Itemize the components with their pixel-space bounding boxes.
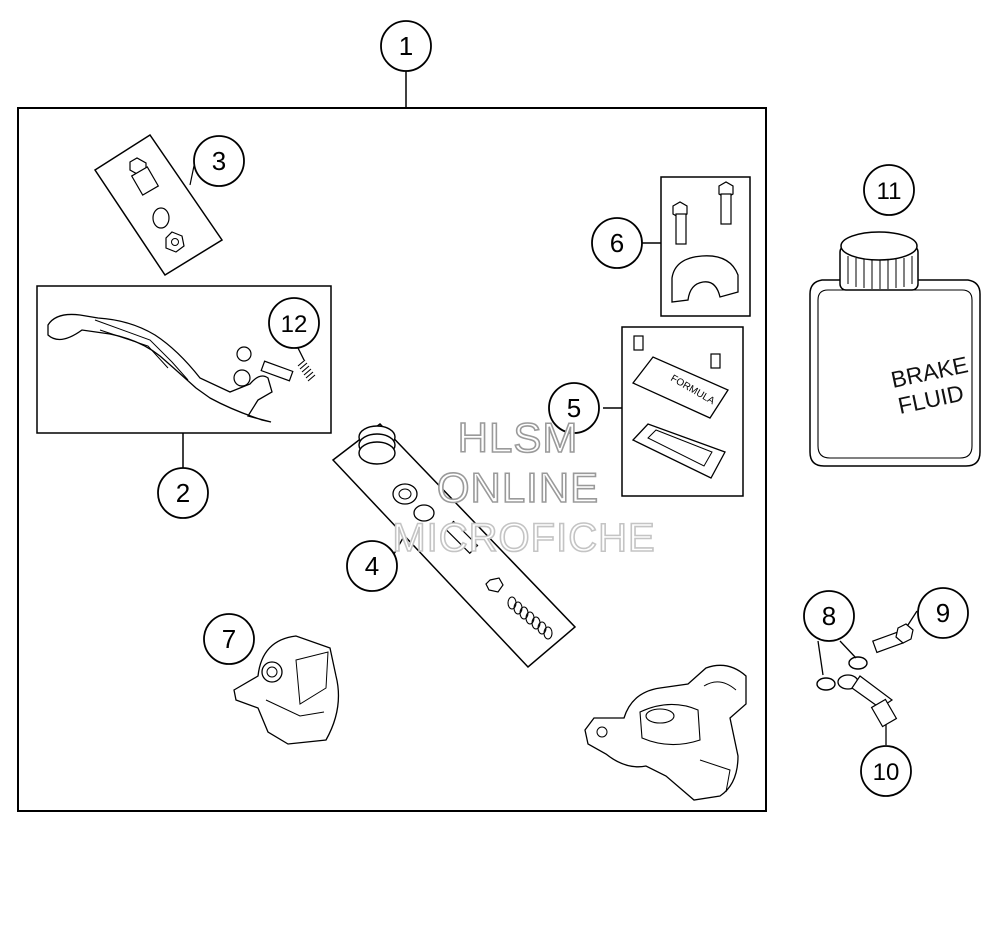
callout-2: 2: [157, 467, 209, 519]
callout-5-label: 5: [567, 393, 581, 423]
callout-5: 5: [548, 382, 600, 434]
callout-11-label: 11: [877, 178, 902, 205]
reservoir-cap-group: FORMULA: [603, 326, 744, 497]
clamp-group: [642, 176, 751, 317]
callout-2-label: 2: [176, 478, 190, 508]
callout-7: 7: [203, 613, 255, 665]
callout-4-label: 4: [365, 551, 379, 581]
brake-fluid-bottle: BRAKE FLUID: [809, 231, 981, 467]
callout-1: 1: [380, 20, 432, 72]
watermark-line3: MICROFICHE: [392, 516, 655, 560]
callout-4: 4: [346, 537, 404, 592]
watermark: HLSM ONLINE MICROFICHE: [392, 413, 656, 561]
master-cylinder-body-7: [233, 635, 340, 745]
callout-10-label: 10: [873, 759, 900, 786]
callout-3-label: 3: [212, 146, 226, 176]
callout-12-label: 12: [281, 311, 308, 338]
watermark-line1: HLSM: [458, 414, 579, 461]
callout-12: 12: [268, 297, 320, 361]
banjo-fittings-group: [816, 610, 918, 745]
bolt-kit-group: [93, 133, 224, 277]
lever-group: [36, 285, 332, 469]
callout-3: 3: [193, 135, 245, 187]
callout-9-label: 9: [936, 598, 950, 628]
seal-kit-group: [331, 422, 577, 669]
callout-8-label: 8: [822, 601, 836, 631]
callout-6: 6: [591, 217, 643, 269]
callout-6-label: 6: [610, 228, 624, 258]
callout-1-label: 1: [399, 31, 413, 61]
callout-11: 11: [863, 164, 915, 216]
assembly-frame: [17, 107, 767, 812]
callout-8: 8: [803, 590, 855, 642]
callout-9: 9: [917, 587, 969, 639]
watermark-line2: ONLINE: [437, 464, 599, 511]
callout-7-label: 7: [222, 624, 236, 654]
callout-10: 10: [860, 745, 912, 797]
master-cylinder-body: [584, 664, 747, 801]
